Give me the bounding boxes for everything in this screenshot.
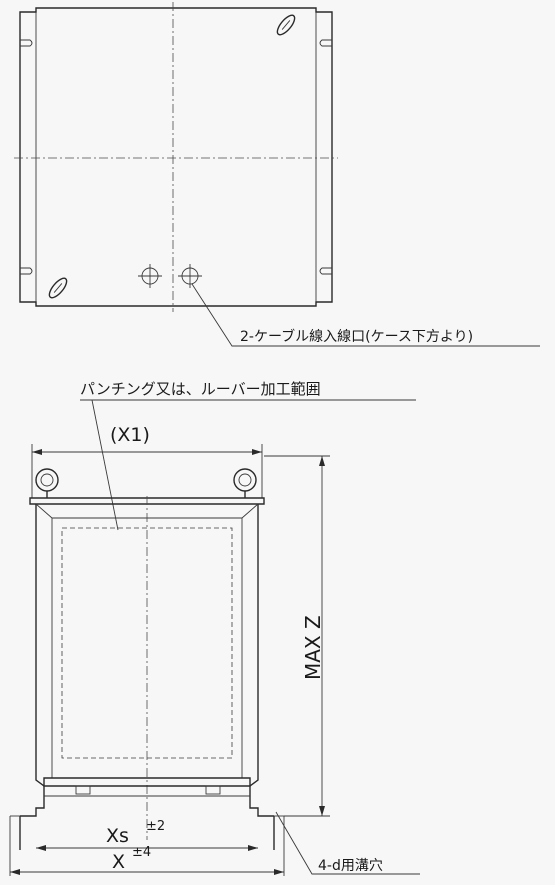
top-view: 2-ケーブル線入線口(ケース下方より): [14, 2, 540, 347]
base-channel: [43, 777, 251, 787]
eye-bolt-left: [35, 468, 59, 498]
top-view-outline: [19, 7, 333, 307]
punching-label: パンチング又は、ルーバー加工範囲: [80, 380, 321, 398]
case-body-right: [249, 504, 274, 817]
flange-slot-top-right: [319, 39, 332, 47]
lifting-lug-top-right: [276, 14, 296, 36]
bolt-left: [75, 785, 91, 795]
eye-bolt-right: [233, 468, 257, 498]
x1-arrow-left: [32, 449, 42, 455]
flange-slot-bottom-right: [319, 267, 332, 275]
case-body: [20, 504, 45, 817]
z-arrow-top: [319, 456, 325, 466]
cable-entry-leader: [191, 283, 540, 347]
cable-entry-label: 2-ケーブル線入線口(ケース下方より): [240, 328, 473, 345]
bevel-left: [35, 503, 53, 519]
height-label: MAX Z: [301, 615, 325, 680]
x-arrow-left: [10, 869, 20, 875]
width-x1-label: (X1): [110, 424, 150, 446]
xs-arrow-right: [248, 845, 258, 851]
z-arrow-bottom: [319, 806, 325, 816]
top-cover: [29, 497, 265, 505]
flange-slot-bottom-left: [20, 267, 33, 275]
bolt-right: [205, 785, 221, 795]
xs-label: Xs: [106, 825, 129, 847]
x-tolerance: ±4: [132, 845, 151, 860]
x1-arrow-right: [252, 449, 262, 455]
xs-tolerance: ±2: [146, 819, 165, 834]
punching-leader: [91, 399, 119, 531]
cable-entry-hole-left: [138, 264, 162, 288]
x-label: X: [112, 851, 125, 873]
cable-entry-hole-right: [178, 264, 202, 288]
slot-holes-leader: [275, 811, 420, 875]
flange-slot-top-left: [20, 39, 33, 47]
lifting-lug-bottom-left: [48, 277, 68, 299]
xs-arrow-left: [36, 845, 46, 851]
front-view: パンチング又は、ルーバー加工範囲 (X1): [9, 380, 420, 876]
bevel-right: [241, 503, 259, 519]
slot-holes-label: 4-d用溝穴: [318, 858, 383, 874]
x-arrow-right: [274, 869, 284, 875]
